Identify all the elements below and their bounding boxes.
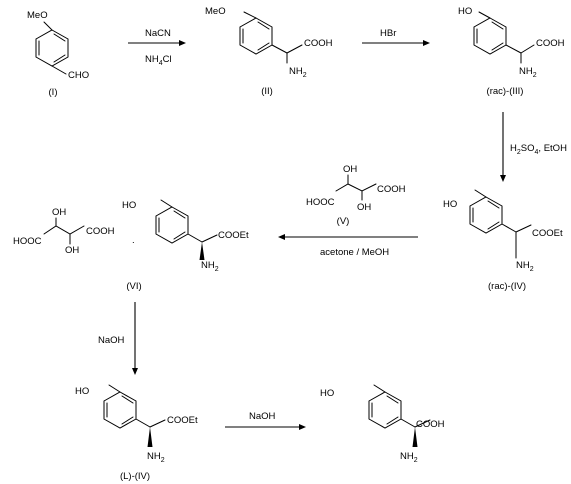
hydroxy-label: HO	[122, 200, 136, 211]
compound-label-VI: (VI)	[126, 281, 141, 292]
amine-label: NH2	[289, 66, 307, 79]
hydroxy-label: HO	[320, 388, 334, 399]
wedge-bond	[147, 427, 153, 447]
compound-label-V: (V)	[337, 216, 350, 227]
arrow-step5	[132, 302, 138, 375]
acid-label-left: HOOC	[13, 236, 42, 247]
compound-L-IV-ring	[103, 391, 137, 429]
compound-label-II: (II)	[261, 86, 273, 97]
acid-label-right: COOH	[86, 226, 115, 237]
compound-label-III: (rac)-(III)	[487, 86, 524, 97]
hydroxy-label: HO	[443, 199, 457, 210]
reagent-naoh-1: NaOH	[98, 335, 125, 346]
tartrate-part: OH OH COOH HOOC	[13, 207, 115, 256]
compound-I-ring	[35, 29, 69, 67]
ester-label: COOEt	[532, 228, 563, 239]
amine-label: NH2	[519, 66, 537, 79]
compound-III: HO COOH NH2 (rac)-(III)	[458, 6, 565, 97]
amine-label: NH2	[147, 451, 165, 464]
compound-L-IV: HO COOEt NH2 (L)-(IV)	[75, 384, 198, 482]
wedge-bond	[412, 427, 418, 447]
acid-label: COOH	[416, 419, 445, 430]
reagent-naoh-2: NaOH	[249, 411, 276, 422]
compound-I: MeO CHO (I)	[27, 10, 89, 98]
hydroxyl-label: OH	[357, 202, 371, 213]
reagent-acetone-meoh: acetone / MeOH	[320, 247, 389, 258]
hydroxyl-label: OH	[343, 164, 357, 175]
amine-label: NH2	[400, 451, 418, 464]
arrow-step6	[225, 424, 306, 430]
acid-label: COOH	[536, 38, 565, 49]
compound-III-ring	[473, 17, 507, 55]
compound-product: HO COOH NH2	[320, 384, 445, 464]
aldehyde-label: CHO	[68, 70, 89, 81]
arrow-step3	[500, 112, 506, 182]
compound-II: MeO COOH NH2 (II)	[205, 6, 333, 97]
arrow-step4	[278, 234, 418, 240]
acid-label: COOH	[304, 38, 333, 49]
hydroxy-label: HO	[75, 386, 89, 397]
compound-V: OH OH COOH HOOC (V)	[306, 164, 406, 227]
compound-VI: OH OH COOH HOOC . HO COOEt NH2 (VI)	[13, 199, 249, 292]
ester-label: COOEt	[218, 230, 249, 241]
reagent-hbr: HBr	[380, 28, 396, 39]
methoxy-label: MeO	[205, 6, 226, 17]
compound-product-ring	[368, 391, 402, 429]
compound-label-L-IV: (L)-(IV)	[120, 471, 150, 482]
hydroxyl-label: OH	[65, 245, 79, 256]
compound-IV-ring	[469, 196, 503, 234]
arrow-step1	[128, 40, 186, 46]
reagent-nh4cl: NH4Cl	[145, 54, 172, 67]
hydroxyl-label: OH	[52, 207, 66, 218]
compound-label-IV: (rac)-(IV)	[488, 281, 526, 292]
methoxy-label: MeO	[27, 10, 48, 21]
compound-IV: HO COOEt NH2 (rac)-(IV)	[443, 189, 563, 292]
reagent-h2so4-etoh: H2SO4, EtOH	[510, 143, 567, 156]
compound-label-I: (I)	[49, 87, 58, 98]
compound-VI-ring	[155, 206, 189, 244]
amine-label: NH2	[516, 260, 534, 273]
ester-label: COOEt	[167, 415, 198, 426]
reagent-nacn: NaCN	[145, 28, 171, 39]
compound-II-ring	[239, 17, 273, 55]
acid-label-left: HOOC	[306, 197, 335, 208]
wedge-bond	[199, 242, 205, 260]
salt-dot: .	[132, 235, 135, 246]
acid-label-right: COOH	[377, 184, 406, 195]
amine-label: NH2	[201, 260, 219, 273]
arrow-step2	[362, 40, 430, 46]
hydroxy-label: HO	[458, 6, 472, 17]
